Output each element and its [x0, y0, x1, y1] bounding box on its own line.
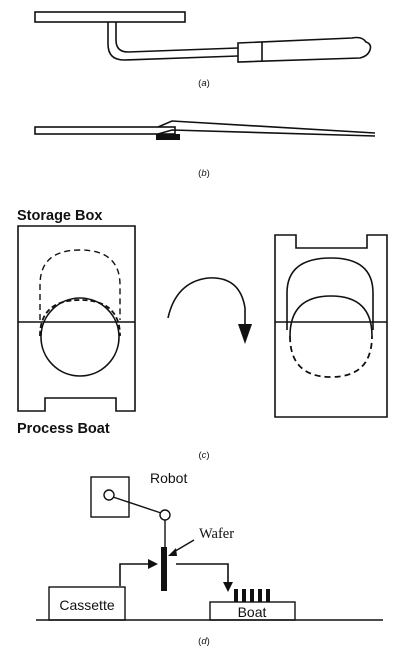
right-wafer-solid-top — [286, 257, 374, 330]
panel-b-tweezers — [34, 120, 376, 140]
caption-b: (b) — [198, 168, 210, 179]
left-box-outline — [17, 225, 136, 412]
arrow-from-cassette — [119, 563, 148, 586]
right-wafer-solid-circle — [289, 295, 373, 337]
cassette-box — [48, 586, 126, 621]
robot-upper-arm — [112, 496, 162, 514]
arrow-from-cassette-head — [148, 559, 158, 569]
wafer-plate-b — [34, 126, 176, 135]
boat-wafer — [242, 589, 246, 602]
arrow-to-boat-head — [223, 582, 233, 592]
wafer-plate-a — [34, 11, 186, 23]
wand-tube-inner — [115, 22, 239, 53]
caption-d: (d) — [198, 636, 210, 647]
tweezer-upper-arm — [157, 120, 376, 134]
storage-box-label: Storage Box — [17, 208, 102, 224]
wand-handle — [237, 36, 372, 63]
wand-tube — [107, 22, 239, 61]
rotation-arrow — [167, 277, 252, 344]
rotation-arc — [167, 277, 246, 332]
wafer-pointer-head — [168, 548, 177, 556]
boat-wafer — [250, 589, 254, 602]
boat-wafers — [234, 589, 270, 602]
left-wafer-solid — [40, 297, 120, 377]
caption-a: (a) — [198, 78, 210, 89]
left-wafer-dashed-mid — [39, 299, 121, 337]
right-transfer-assembly — [274, 234, 388, 418]
right-box-outline — [274, 234, 388, 418]
arrow-to-boat — [176, 563, 229, 582]
rotation-arrowhead — [238, 324, 252, 344]
robot-label: Robot — [150, 470, 187, 486]
right-wafer-dashed-bottom — [289, 335, 373, 378]
boat-wafer — [266, 589, 270, 602]
panel-d-robot — [36, 476, 383, 621]
boat-wafer — [234, 589, 238, 602]
wafer-held — [161, 547, 167, 591]
left-wafer-dashed-top — [39, 249, 121, 320]
wafer-label: Wafer — [199, 526, 234, 542]
tweezer-tip — [156, 134, 180, 140]
panel-a-vacuum-wand — [34, 11, 372, 63]
tweezer-lower-arm — [157, 129, 376, 137]
boat-label: Boat — [238, 604, 267, 620]
boat-wafer — [258, 589, 262, 602]
caption-c: (c) — [198, 450, 209, 461]
cassette-label: Cassette — [59, 597, 114, 613]
left-transfer-assembly — [17, 225, 136, 412]
process-boat-label: Process Boat — [17, 421, 110, 437]
robot-elbow-joint — [159, 509, 171, 521]
robot-shoulder-joint — [103, 489, 115, 501]
